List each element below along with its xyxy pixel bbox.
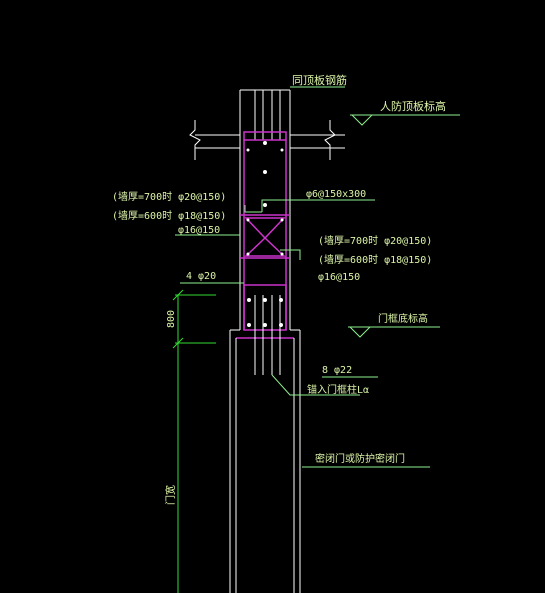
label-wall-600: (墙厚=600时 φ18@150) [112,209,226,222]
dimension-lines [172,289,216,593]
label-bars-8-22: 8 φ22 [322,365,352,376]
label-dim-800: 800 [166,310,177,328]
label-door-frame-elevation: 门框底标高 [378,312,428,325]
wall-outline [239,89,291,330]
label-corner-bars: 4 φ20 [186,271,216,282]
annotations: 同顶板钢筋 人防顶板标高 (墙厚=700时 φ20@150) (墙厚=600时 … [112,73,446,505]
leaders [175,199,375,396]
label-anchor: 锚入门框柱Lα [307,383,369,396]
label-door-width: 门宽 [164,485,177,505]
label-top-ref: 同顶板钢筋 [292,73,347,87]
label-stirrup-spec: φ6@150x300 [306,189,366,200]
level-lines [290,86,460,468]
label-wall-700: (墙厚=700时 φ20@150) [112,190,226,203]
lower-bars [254,295,281,375]
label-door-type: 密闭门或防护密闭门 [315,452,405,465]
label-tie-left: φ16@150 [178,225,220,236]
door-frame-post [229,329,301,593]
label-civil-top-elevation: 人防顶板标高 [380,99,446,113]
label-right-wall-700: (墙厚=700时 φ20@150) [318,234,432,247]
rebar-cage [236,131,294,339]
rebar-dots [246,141,284,327]
label-right-wall-600: (墙厚=600时 φ18@150) [318,253,432,266]
slab-outline [189,120,345,160]
label-tie-right: φ16@150 [318,272,360,283]
